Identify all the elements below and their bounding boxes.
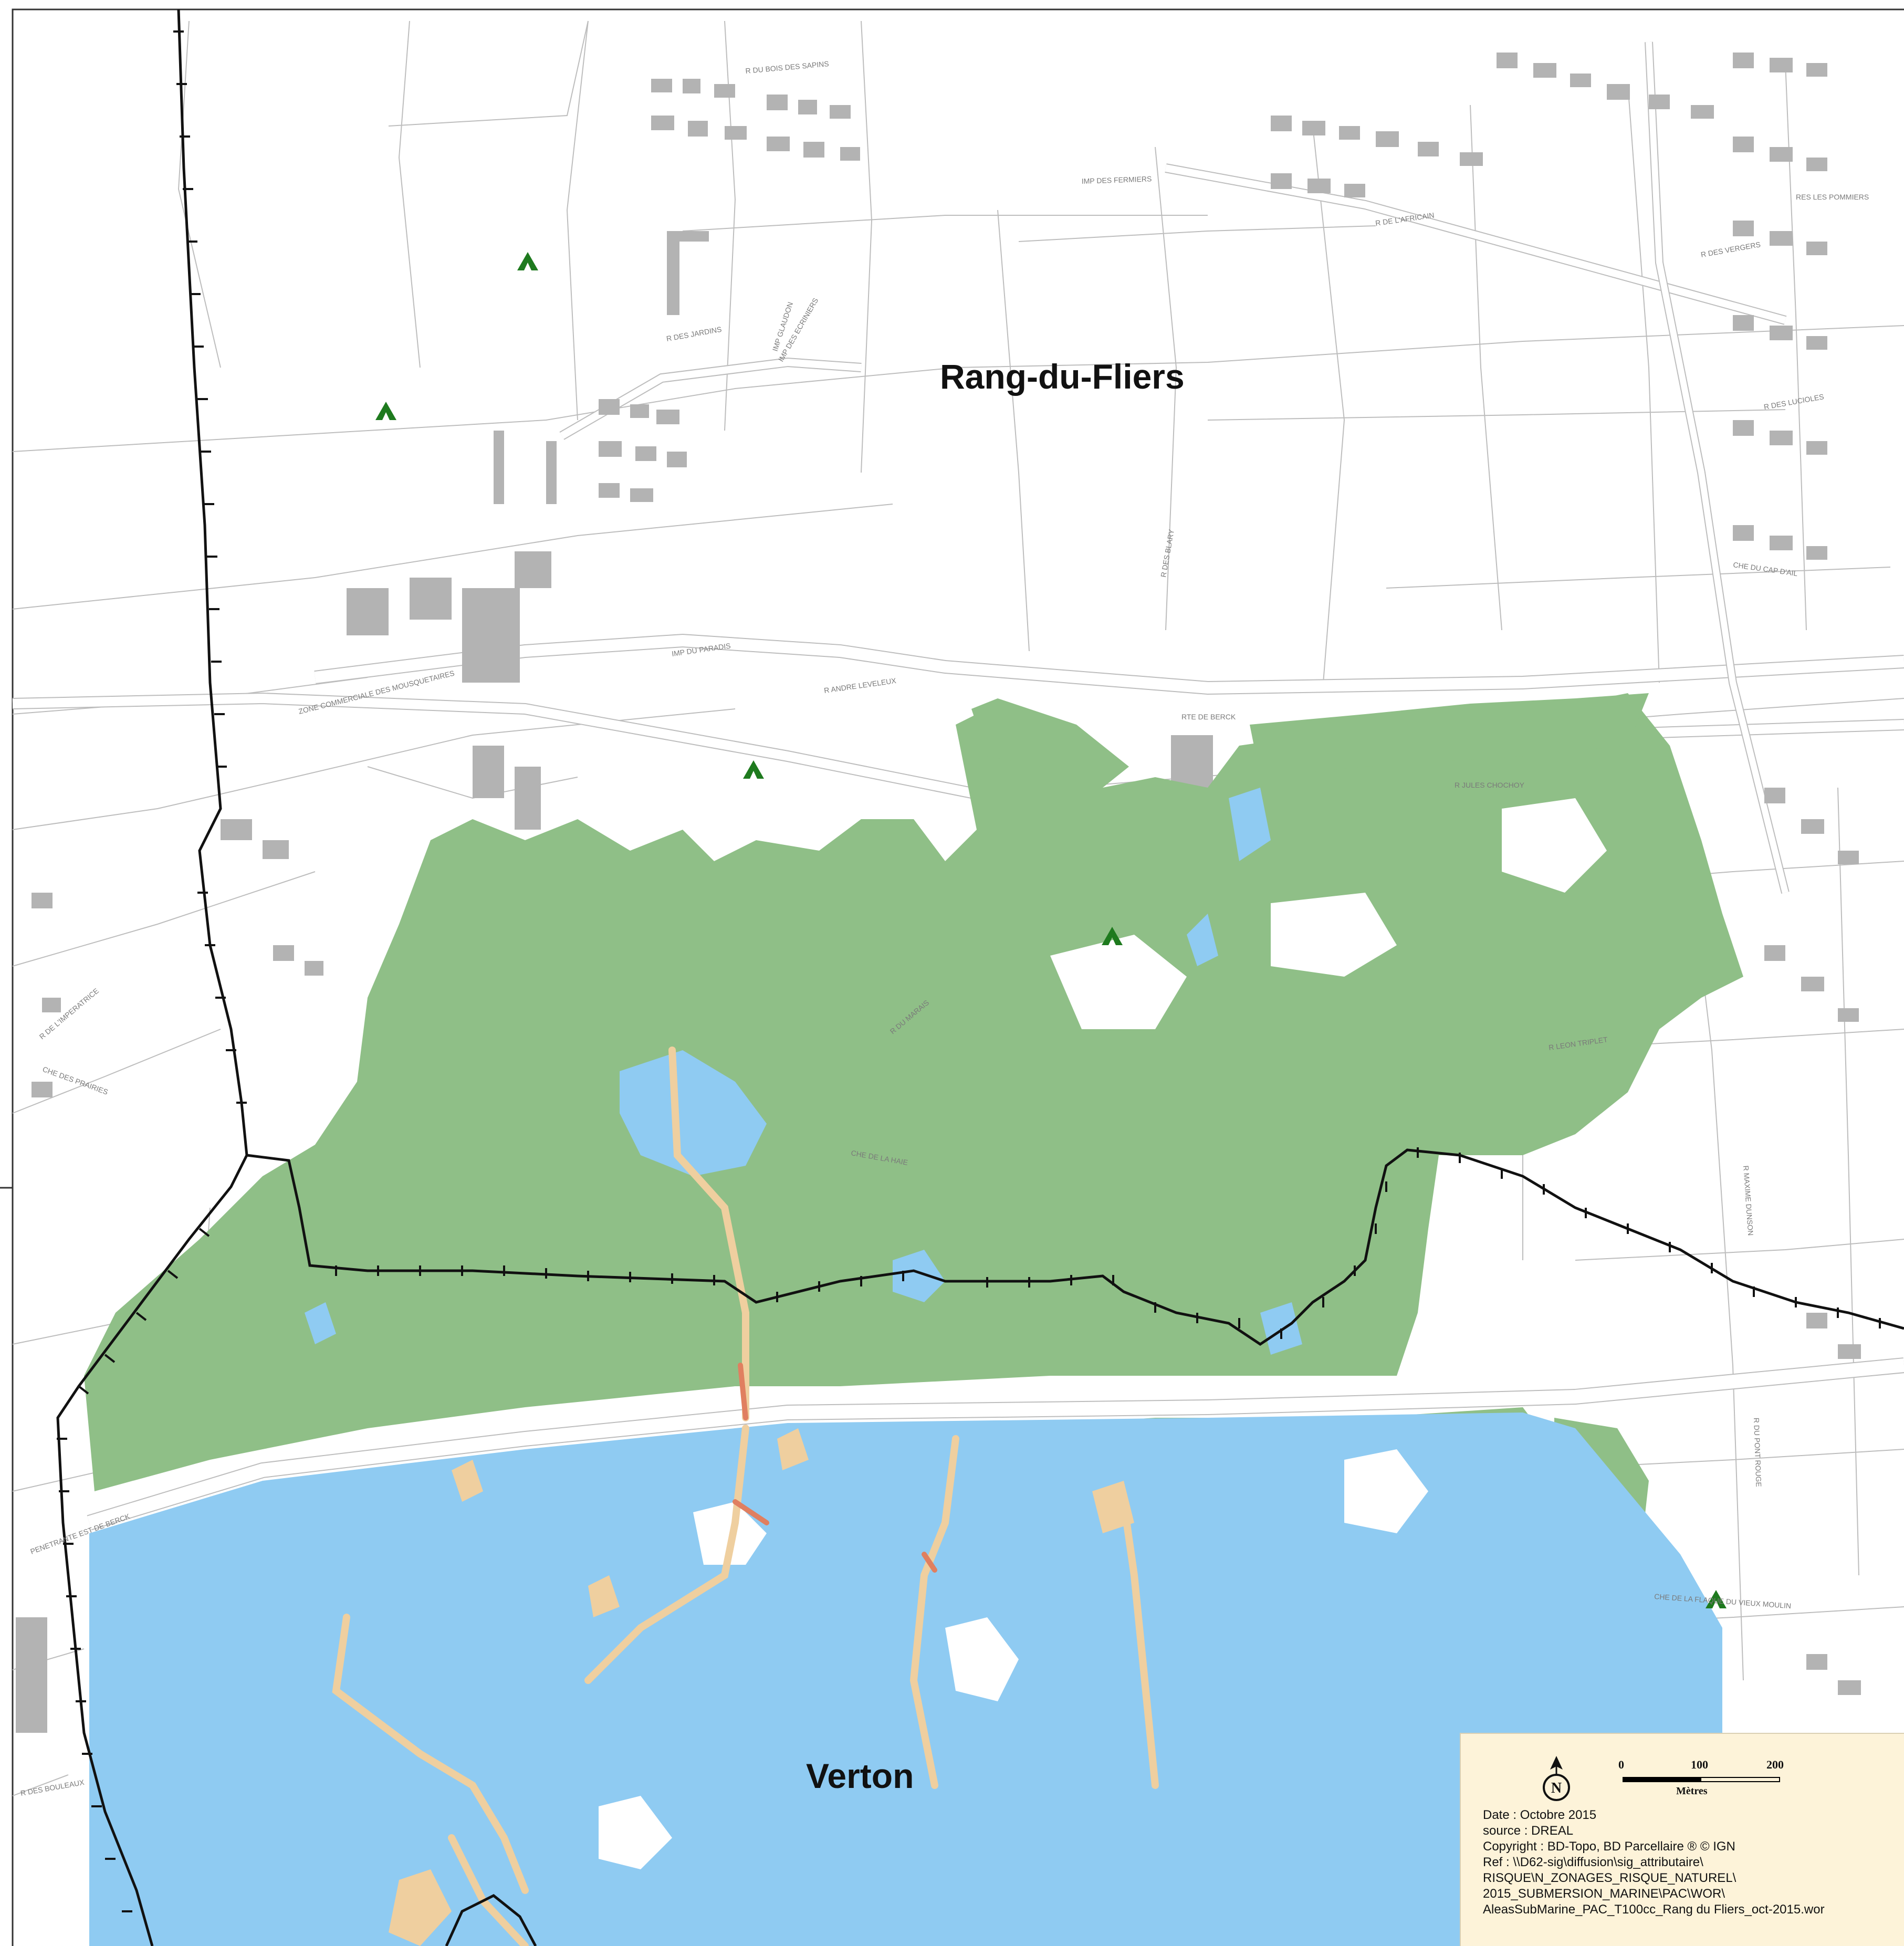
- scale-unit: Mètres: [1676, 1785, 1708, 1797]
- street-label: RES LES POMMIERS: [1796, 193, 1869, 201]
- hazard-medium-zones: [89, 788, 1722, 1946]
- hazard-very-high: [733, 1363, 937, 1573]
- town-label-verton: Verton: [806, 1756, 914, 1795]
- tree-icons: [375, 252, 1727, 1608]
- map-frame: [12, 8, 1904, 1946]
- north-arrow-icon: N: [1543, 1756, 1570, 1801]
- legend-copyright: Copyright : BD-Topo, BD Parcellaire ® © …: [1483, 1839, 1735, 1854]
- north-label: N: [1551, 1780, 1562, 1796]
- commune-boundary: [56, 9, 1904, 1946]
- boundary-ticks: [57, 30, 1881, 1912]
- legend-ref-line: 2015_SUBMERSION_MARINE\PAC\WOR\: [1483, 1887, 1725, 1901]
- scale-tick-100: 100: [1691, 1758, 1708, 1771]
- map-legend: N 0 100 200 Mètres Date : Octobre 2015 s…: [1460, 1733, 1904, 1946]
- street-label: R DU PONT ROUGE: [1752, 1418, 1763, 1487]
- tree-icon: [375, 402, 396, 420]
- scale-bar: [1623, 1777, 1780, 1782]
- street-label: R JULES CHOCHOY: [1455, 781, 1525, 789]
- legend-date: Date : Octobre 2015: [1483, 1808, 1597, 1822]
- legend-ref-line: RISQUE\N_ZONAGES_RISQUE_NATUREL\: [1483, 1871, 1736, 1885]
- tree-icon: [1706, 1590, 1727, 1608]
- town-label-rang-du-fliers: Rang-du-Fliers: [940, 357, 1185, 396]
- legend-metadata: Date : Octobre 2015 source : DREAL Copyr…: [1483, 1807, 1825, 1918]
- hazard-high-patches: [389, 1428, 1134, 1946]
- tree-icon: [1102, 927, 1123, 945]
- tree-icon: [743, 760, 764, 779]
- scale-tick-0: 0: [1618, 1758, 1624, 1771]
- street-label: IMP DES FERMIERS: [1082, 174, 1152, 185]
- tree-icon: [517, 252, 538, 270]
- buildings: [16, 53, 1861, 1733]
- street-label: RTE DE BERCK: [1181, 713, 1236, 721]
- legend-ref-line: AleasSubMarine_PAC_T100cc_Rang du Fliers…: [1483, 1902, 1825, 1917]
- legend-ref-line: Ref : \\D62-sig\diffusion\sig_attributai…: [1483, 1855, 1703, 1869]
- legend-source: source : DREAL: [1483, 1824, 1574, 1838]
- dry-islands: [599, 798, 1607, 1869]
- scale-tick-200: 200: [1766, 1758, 1784, 1771]
